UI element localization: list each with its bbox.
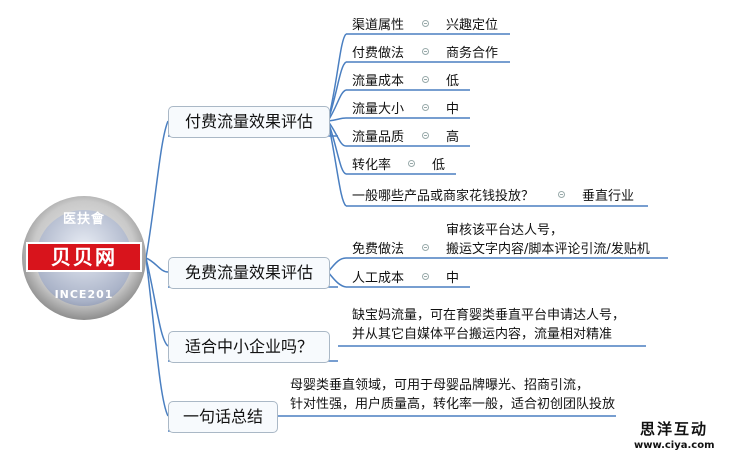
summary-note-line2: 针对性强，用户质量高，转化率一般，适合初创团队投放 (290, 397, 616, 412)
free-item-value-line1: 审核该平台达人号， (446, 223, 564, 238)
collapse-dot-icon (422, 104, 429, 111)
paid-item-value: 低 (446, 74, 460, 89)
free-item-label: 人工成本 (352, 271, 405, 286)
paid-item-value: 垂直行业 (582, 189, 635, 204)
collapse-dot-icon (422, 132, 429, 139)
collapse-dot-icon (422, 20, 429, 27)
branch-paid-traffic: 付费流量效果评估 (168, 106, 330, 138)
collapse-dot-icon (422, 76, 429, 83)
sme-note-line1: 缺宝妈流量，可在育婴类垂直平台申请达人号， (352, 308, 626, 323)
collapse-dot-icon (422, 48, 429, 55)
watermark-url: www.ciya.com (634, 440, 715, 451)
paid-item-label: 流量成本 (352, 74, 405, 89)
branch-sme-fit: 适合中小企业吗？ (168, 331, 330, 363)
seal-top-text: 医扶會 (62, 212, 105, 227)
collapse-dot-icon (422, 244, 429, 251)
paid-item-label: 渠道属性 (352, 18, 405, 33)
branch-summary: 一句话总结 (168, 401, 278, 433)
paid-item-value: 商务合作 (446, 46, 499, 61)
paid-item-value: 中 (446, 102, 460, 117)
paid-item-value: 高 (446, 130, 460, 145)
root-seal-logo: 医扶會 INCE201 贝贝网 (22, 196, 146, 320)
collapse-dot-icon (408, 160, 415, 167)
root-label: 贝贝网 (26, 242, 142, 272)
collapse-dot-icon (422, 273, 429, 280)
paid-item-label: 流量大小 (352, 102, 405, 117)
free-item-value-line2: 搬运文字内容/脚本评论引流/发贴机 (446, 242, 650, 257)
watermark: 思洋互动 www.ciya.com (634, 418, 715, 451)
free-item-label: 免费做法 (352, 242, 405, 257)
collapse-dot-icon (558, 191, 565, 198)
watermark-text: 思洋互动 (639, 420, 708, 438)
paid-item-label: 一般哪些产品或商家花钱投放？ (352, 189, 535, 204)
free-item-value: 中 (446, 271, 460, 286)
paid-item-label: 付费做法 (352, 46, 405, 61)
paid-item-value: 兴趣定位 (446, 18, 499, 33)
sme-note-line2: 并从其它自媒体平台搬运内容，流量相对精准 (352, 327, 613, 342)
summary-note-line1: 母婴类垂直领域，可用于母婴品牌曝光、招商引流， (290, 378, 590, 393)
paid-item-label: 转化率 (352, 158, 392, 173)
paid-item-label: 流量品质 (352, 130, 405, 145)
seal-bottom-text: INCE201 (54, 288, 114, 301)
paid-item-value: 低 (432, 158, 446, 173)
branch-free-traffic: 免费流量效果评估 (168, 257, 330, 289)
